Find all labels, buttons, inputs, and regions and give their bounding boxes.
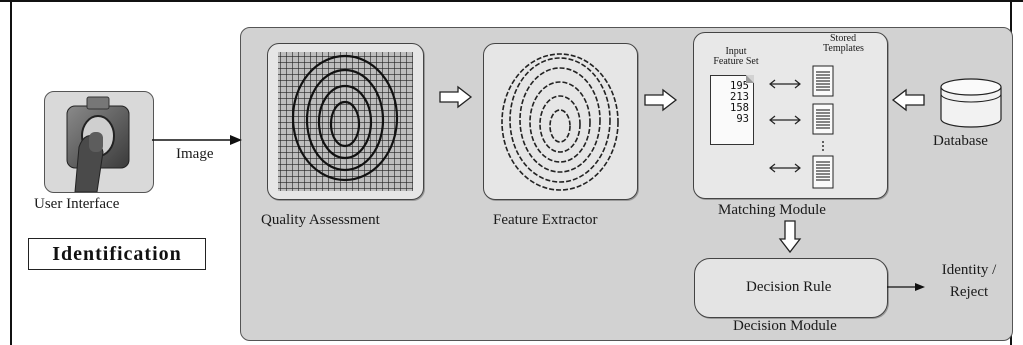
hollow-arrow-right-1 — [439, 85, 473, 109]
document-icon — [812, 155, 834, 189]
identification-label: Identification — [52, 243, 182, 265]
templates-and-arrows — [769, 65, 834, 189]
stored-label: Stored — [830, 33, 857, 44]
image-label: Image — [176, 146, 214, 162]
input-label: Input — [725, 46, 747, 57]
user-interface-label: User Interface — [34, 196, 120, 212]
output-arrow — [887, 283, 925, 291]
reject-label: Reject — [949, 284, 989, 300]
quality-assessment-label: Quality Assessment — [261, 212, 380, 228]
input-value: 213 — [730, 91, 749, 103]
hollow-arrow-down — [778, 220, 802, 254]
fingerprint-scanner-icon — [66, 96, 130, 193]
input-value: 158 — [730, 102, 749, 114]
templates-label: Templates — [823, 43, 864, 54]
hollow-arrow-right-2 — [644, 88, 678, 112]
image-arrow — [152, 135, 242, 145]
decision-module-label: Decision Module — [733, 318, 837, 334]
fingerprint-grid-image-icon — [278, 52, 413, 191]
database-cylinder-icon — [940, 78, 1002, 128]
database-label: Database — [933, 133, 988, 149]
fingerprint-image-icon — [501, 53, 619, 191]
identification-box: Identification — [28, 238, 206, 270]
hollow-arrow-left — [891, 88, 925, 112]
left-border-line — [10, 0, 12, 345]
decision-rule-label: Decision Rule — [746, 279, 832, 295]
matching-module-label: Matching Module — [718, 202, 826, 218]
feature-extractor-box — [483, 43, 638, 200]
document-icon — [812, 103, 834, 135]
input-value: 195 — [730, 80, 749, 92]
quality-assessment-box — [267, 43, 424, 200]
input-feature-set-document: 195 213 158 93 — [710, 75, 754, 145]
input-value: 93 — [736, 113, 749, 125]
decision-rule-box — [694, 258, 888, 318]
feature-extractor-label: Feature Extractor — [493, 212, 598, 228]
feature-set-label: Feature Set — [713, 56, 759, 67]
top-border-line — [0, 0, 1023, 2]
document-icon — [812, 65, 834, 97]
user-interface-box — [44, 91, 154, 193]
identity-label: Identity / — [941, 262, 997, 278]
